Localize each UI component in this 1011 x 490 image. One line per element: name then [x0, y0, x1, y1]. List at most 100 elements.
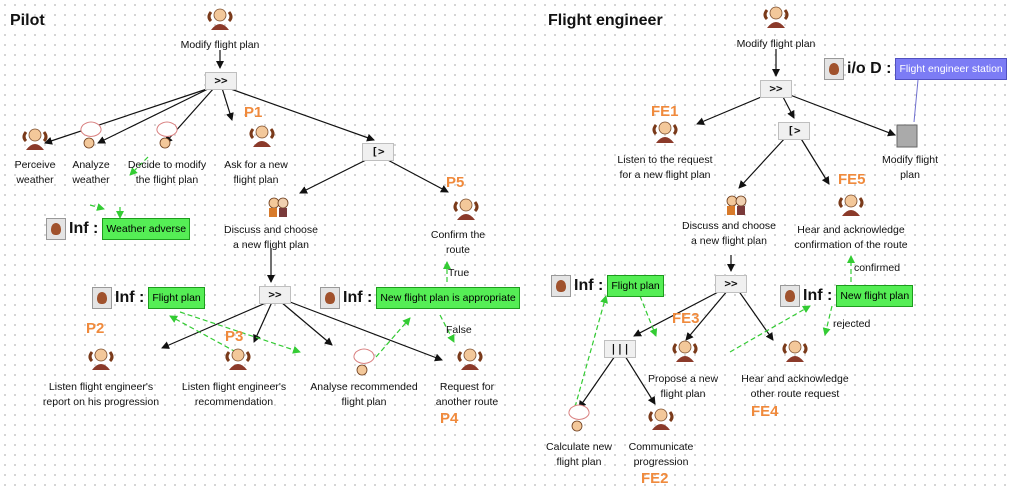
flight-engineer-section-title: Flight engineer [548, 12, 663, 29]
information-flow-2 [89, 203, 105, 211]
info-engineer-flight-plan[interactable]: Inf : Flight plan [551, 274, 664, 298]
hierarchy-edge-p2 [97, 87, 211, 144]
hierarchy-edge-fe4 [738, 136, 787, 189]
hierarchy-edge-p12 [289, 301, 443, 362]
code-fe1: FE1 [651, 103, 679, 120]
information-flow-10 [729, 305, 811, 353]
pilot-root-abstract-icon[interactable] [207, 7, 233, 32]
listen-request-communication-icon[interactable] [652, 120, 678, 145]
hear-confirm-communication-icon[interactable] [838, 193, 864, 218]
code-fe2: FE2 [641, 470, 669, 487]
perceive-user-icon[interactable] [22, 127, 48, 152]
decide-cognitive-icon[interactable] [156, 121, 178, 149]
analyse-cognitive-icon[interactable] [353, 348, 375, 376]
pilot-root-task-label[interactable]: Modify flight plan [180, 39, 260, 51]
hierarchy-edge-p7 [383, 157, 449, 193]
hierarchy-edge-fe5 [799, 136, 830, 185]
information-icon [46, 218, 66, 240]
listen-report-communication-icon[interactable] [88, 347, 114, 372]
info-new-flight-plan[interactable]: Inf : New flight plan [780, 284, 914, 308]
information-flow-9 [639, 295, 658, 337]
code-p3: P3 [225, 328, 244, 345]
engineer-discuss-enabling-operator[interactable]: >> [715, 275, 747, 293]
information-icon [320, 287, 340, 309]
information-icon [780, 285, 800, 307]
discuss-cooperation-icon[interactable] [268, 197, 289, 218]
information-flow-4 [169, 315, 237, 353]
analyze-cognitive-icon[interactable] [80, 121, 102, 149]
hierarchy-edge-fe9 [737, 289, 774, 341]
code-p5: P5 [446, 174, 465, 191]
info-weather-adverse[interactable]: Inf : Weather adverse [46, 217, 191, 241]
hierarchy-edge-fe8 [685, 289, 729, 341]
info-pilot-flight-plan[interactable]: Inf : Flight plan [92, 286, 205, 310]
confirm-communication-icon[interactable] [453, 197, 479, 222]
propose-communication-icon[interactable] [672, 339, 698, 364]
hierarchy-edge-fe2 [781, 94, 795, 119]
information-flow-11 [822, 305, 833, 336]
device-flight-engineer-station[interactable]: i/o D : Flight engineer station [824, 57, 1007, 81]
information-flow-1 [129, 156, 149, 176]
device-icon [824, 58, 844, 80]
information-flow-5 [375, 317, 411, 358]
hierarchy-edge-fe10 [578, 355, 616, 409]
communicate-communication-icon[interactable] [648, 407, 674, 432]
hierarchy-edge-p6 [299, 157, 371, 194]
listen-rec-communication-icon[interactable] [225, 347, 251, 372]
request-communication-icon[interactable] [457, 347, 483, 372]
hierarchy-edge-fe11 [624, 355, 656, 405]
hierarchy-edge-p4 [221, 87, 234, 121]
information-icon [92, 287, 112, 309]
ask-communication-icon[interactable] [249, 124, 275, 149]
condition-confirmed: confirmed [854, 262, 901, 274]
hierarchy-edge-fe1 [696, 94, 767, 125]
information-flow-8 [574, 295, 608, 408]
hierarchy-edge-fe3 [789, 94, 896, 137]
hierarchy-edge-p5 [227, 87, 375, 142]
code-p1: P1 [244, 104, 263, 121]
modify-interactive-task-icon[interactable] [896, 124, 918, 148]
engineer-discuss-cooperation-icon[interactable] [726, 195, 747, 216]
engineer-enabling-operator[interactable]: >> [760, 80, 792, 98]
pilot-disabling-operator[interactable]: [> [362, 143, 394, 161]
code-fe5: FE5 [838, 171, 866, 188]
hear-other-communication-icon[interactable] [782, 339, 808, 364]
engineer-concurrent-operator[interactable]: ||| [604, 340, 636, 358]
info-plan-appropriate[interactable]: Inf : New flight plan is appropriate [320, 286, 520, 310]
pilot-discuss-enabling-operator[interactable]: >> [259, 286, 291, 304]
code-p2: P2 [86, 320, 105, 337]
pilot-enabling-operator[interactable]: >> [205, 72, 237, 90]
hierarchy-edge-p11 [280, 301, 333, 346]
condition-true: True [448, 267, 470, 279]
engineer-root-task-label[interactable]: Modify flight plan [736, 38, 816, 50]
hierarchy-edge-p1 [44, 87, 211, 145]
engineer-root-abstract-icon[interactable] [763, 5, 789, 30]
hierarchy-edge-p9 [161, 301, 269, 349]
information-icon [551, 275, 571, 297]
code-fe4: FE4 [751, 403, 779, 420]
engineer-disabling-operator[interactable]: [> [778, 122, 810, 140]
code-fe3: FE3 [672, 310, 700, 327]
condition-false: False [446, 324, 472, 336]
calculate-cognitive-icon[interactable] [568, 404, 590, 432]
code-p4: P4 [440, 410, 459, 427]
